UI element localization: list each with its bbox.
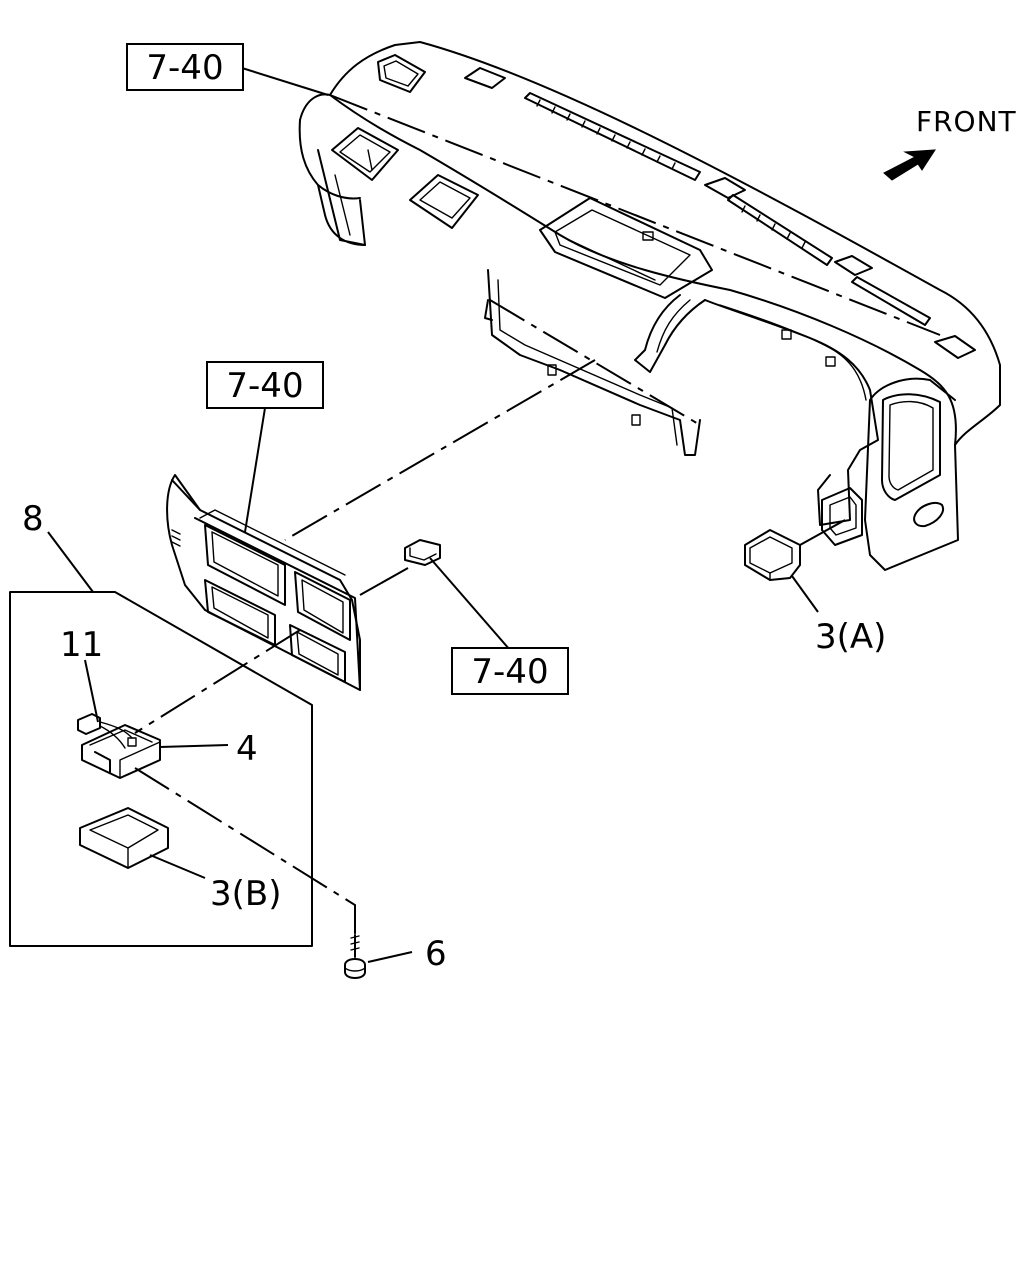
center-bezel [166,474,361,691]
leader-lines [47,67,846,963]
part-number-11: 11 [60,625,103,665]
pocket-3b [79,807,169,869]
ref-label-clip: 7-40 [471,652,548,692]
part-number-4: 4 [236,729,258,769]
part-number-3b: 3(B) [210,874,282,914]
part-number-6: 6 [425,934,447,974]
front-direction-arrow: FRONT [883,105,1017,181]
ref-box-top: 7-40 [126,43,244,91]
ref-label-top: 7-40 [146,48,223,88]
part-number-8: 8 [22,499,44,539]
screw-6 [344,934,366,979]
switch-4 [77,713,161,779]
assembly-lines [134,94,941,935]
clip-part [404,539,441,566]
kit-box [9,591,313,947]
switch-3a [744,529,801,581]
instrument-panel [298,41,1001,571]
ref-label-middle: 7-40 [226,366,303,406]
ref-box-middle: 7-40 [206,361,324,409]
front-label: FRONT [916,105,1017,138]
arrow-up-right-icon [883,149,936,181]
part-number-3a: 3(A) [815,617,886,657]
ref-box-clip: 7-40 [451,647,569,695]
